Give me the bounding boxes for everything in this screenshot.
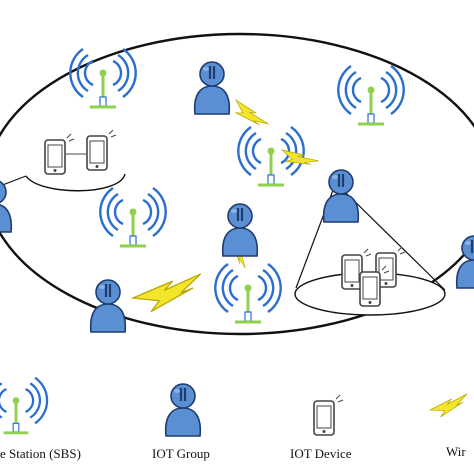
legend-wireless-label: Wir <box>446 444 466 459</box>
iot-device-icon <box>86 129 117 171</box>
legend-sbs-icon <box>0 376 49 435</box>
iot-group-user-icon <box>0 178 13 234</box>
legend-iot-device-icon <box>313 394 344 436</box>
iot-group-cluster-right <box>294 189 446 316</box>
legend-iot-group-label: IOT Group <box>152 446 210 461</box>
iot-group-user-icon <box>322 168 360 224</box>
iot-group-user-icon <box>455 234 474 290</box>
iot-group-user-icon <box>89 278 127 334</box>
sbs-tower-icon <box>98 186 168 248</box>
legend <box>0 376 471 438</box>
legend-wireless-icon <box>427 393 471 420</box>
legend-sbs-label: e Station (SBS) <box>0 446 81 461</box>
iot-group-user-icon <box>221 202 259 258</box>
iot-group-user-icon <box>193 60 231 116</box>
lightning-bolt-icon <box>277 142 319 176</box>
legend-iot-device-label: IOT Device <box>290 446 352 461</box>
sbs-tower-icon <box>336 64 406 126</box>
network-boundary <box>0 32 474 336</box>
iot-group-cluster-left <box>0 129 126 192</box>
lightning-bolt-icon <box>130 273 206 315</box>
legend-iot-group-icon <box>164 382 202 438</box>
sbs-tower-icon <box>213 262 283 324</box>
